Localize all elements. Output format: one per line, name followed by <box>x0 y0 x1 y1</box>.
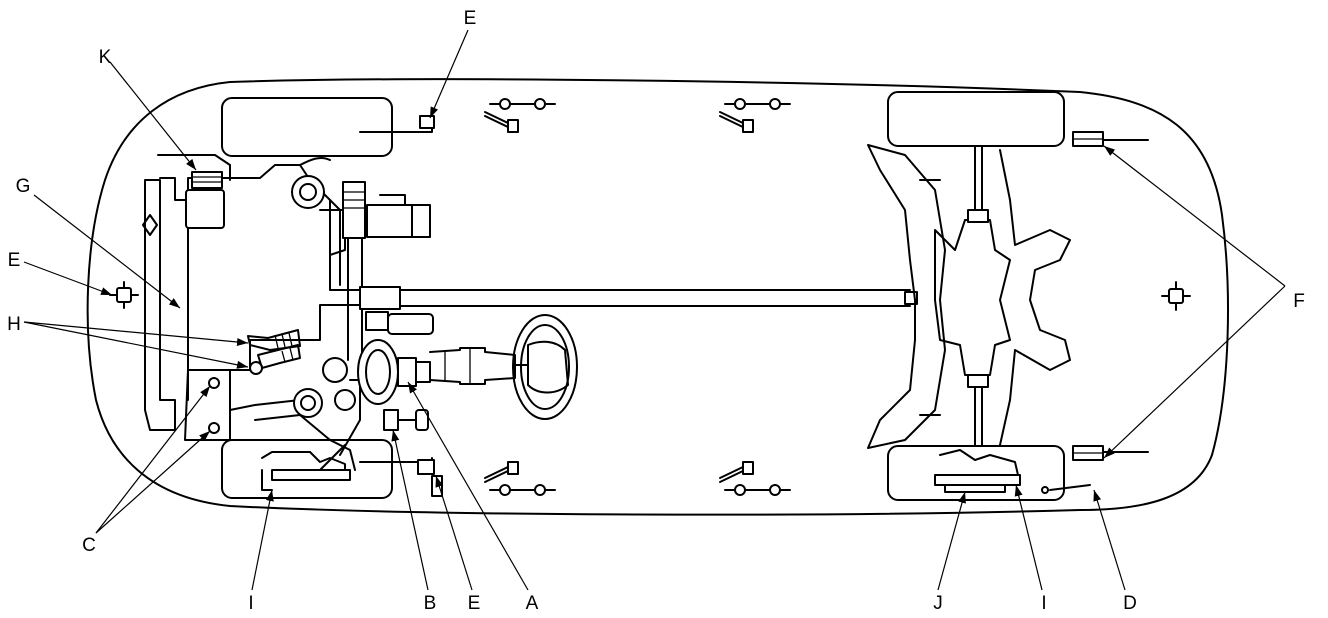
steering-column <box>429 347 516 385</box>
label-b: B <box>424 593 437 614</box>
label-g: G <box>16 176 31 197</box>
label-c: C <box>82 535 96 556</box>
front-jack-point <box>109 281 139 309</box>
fuel-lines-marker-front-lower <box>484 461 556 496</box>
steering-wheel <box>512 314 578 420</box>
rear-left-tire <box>887 91 1065 147</box>
front-right-tire <box>221 439 393 499</box>
label-i-right: I <box>1041 593 1046 614</box>
front-right-tie-down <box>359 457 443 497</box>
label-e-top: E <box>464 8 477 29</box>
brake-booster <box>357 339 431 405</box>
front-bumper-mounts <box>184 369 301 441</box>
center-connector <box>365 311 434 335</box>
label-e-bottom: E <box>468 593 481 614</box>
label-h: H <box>7 314 21 335</box>
rear-suspension-assembly <box>867 144 1071 449</box>
fuel-lines-marker-rear-upper <box>719 98 791 133</box>
label-f: F <box>1293 291 1305 312</box>
rear-suspension-lower <box>934 449 1021 493</box>
label-i-left: I <box>248 593 253 614</box>
label-d: D <box>1123 593 1137 614</box>
fuel-lines-marker-front-upper <box>484 98 556 133</box>
transmission <box>291 175 431 256</box>
oil-filter <box>185 171 225 229</box>
rear-tow-hook <box>1041 484 1091 494</box>
brake-fluid-reservoir <box>383 409 429 431</box>
front-left-tie-down <box>359 115 435 133</box>
rear-bumper-mount-lower <box>1072 445 1149 461</box>
exhaust-pipe <box>347 237 918 361</box>
oxygen-sensor-lower <box>249 344 301 375</box>
rear-bumper-mount-upper <box>1072 131 1149 147</box>
front-suspension-lower <box>261 451 351 491</box>
label-a: A <box>526 593 539 614</box>
steering-gearbox <box>254 357 361 471</box>
label-j: J <box>933 593 943 614</box>
label-e-left: E <box>8 250 21 271</box>
label-k: K <box>99 47 112 68</box>
leader-lines <box>23 29 1286 591</box>
rear-jack-point <box>1161 281 1191 311</box>
front-left-tire <box>221 97 393 157</box>
fuel-lines-marker-rear-lower <box>719 461 791 496</box>
oxygen-sensor-upper <box>247 329 301 351</box>
